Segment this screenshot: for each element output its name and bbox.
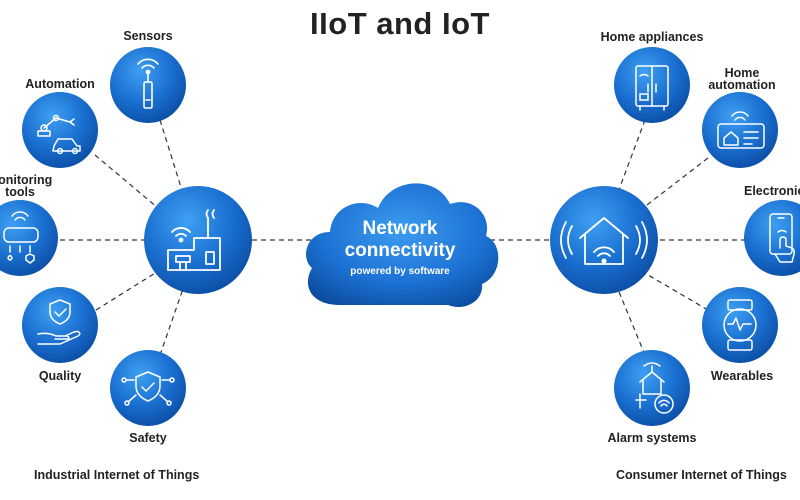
iiot-node-sensors bbox=[110, 47, 186, 123]
network-cloud bbox=[306, 183, 499, 308]
shield-network-icon bbox=[121, 371, 175, 406]
smartwatch-icon bbox=[723, 299, 757, 351]
connector-sensors bbox=[159, 119, 186, 201]
connector-quality bbox=[95, 269, 161, 311]
label-electronics: Electronics bbox=[744, 184, 800, 198]
label-quality: Quality bbox=[38, 369, 82, 383]
diagram-title: IIoT and IoT bbox=[310, 6, 490, 41]
label-automation: Automation bbox=[25, 77, 95, 91]
smart-fridge-icon bbox=[635, 65, 669, 111]
label-alarm-systems: Alarm systems bbox=[607, 431, 697, 445]
label-wearables: Wearables bbox=[710, 369, 774, 383]
iot-node-home-automation bbox=[702, 92, 778, 168]
iot-hub bbox=[550, 186, 658, 294]
sensor-antenna-icon bbox=[137, 58, 159, 109]
connector-home-automation bbox=[642, 157, 709, 209]
robot-arm-car-icon bbox=[37, 114, 81, 155]
label-safety: Safety bbox=[129, 431, 167, 445]
iot-node-home-appliances bbox=[614, 47, 690, 123]
monitoring-dashboard-icon bbox=[3, 211, 39, 264]
smart-home-wifi-icon bbox=[560, 217, 648, 265]
footer-iot: Consumer Internet of Things bbox=[616, 468, 787, 482]
connector-wearables bbox=[642, 271, 709, 311]
cloud-title-line1: Network bbox=[362, 218, 438, 239]
factory-wifi-icon bbox=[167, 209, 221, 271]
connector-automation bbox=[94, 154, 159, 209]
connector-alarm bbox=[616, 286, 646, 356]
label-monitoring-line2: tools bbox=[5, 185, 35, 199]
cloud-subtitle: powered by software bbox=[350, 266, 450, 277]
connector-home-appliances bbox=[616, 119, 646, 196]
label-monitoring-line1: Monitoring bbox=[0, 173, 53, 187]
iiot-node-quality bbox=[22, 287, 98, 363]
iot-node-electronics bbox=[744, 200, 800, 276]
label-sensors: Sensors bbox=[123, 29, 173, 43]
alarm-home-icon bbox=[635, 362, 674, 414]
hand-shield-icon bbox=[37, 299, 81, 345]
iiot-hub bbox=[144, 186, 252, 294]
smartphone-touch-icon bbox=[769, 213, 795, 263]
iiot-node-automation bbox=[22, 92, 98, 168]
connector-safety bbox=[159, 282, 186, 356]
label-home-automation-line2: automation bbox=[708, 78, 776, 92]
label-home-appliances: Home appliances bbox=[600, 30, 704, 44]
cloud-title-line2: connectivity bbox=[344, 240, 456, 261]
footer-iiot: Industrial Internet of Things bbox=[34, 468, 200, 482]
label-home-automation-line1: Home bbox=[724, 66, 760, 80]
connector-lines bbox=[60, 119, 745, 356]
iot-node-wearables bbox=[702, 287, 778, 363]
iiot-node-safety bbox=[110, 350, 186, 426]
iot-node-alarm-systems bbox=[614, 350, 690, 426]
iiot-node-monitoring bbox=[0, 200, 58, 276]
thermostat-panel-icon bbox=[717, 111, 765, 149]
